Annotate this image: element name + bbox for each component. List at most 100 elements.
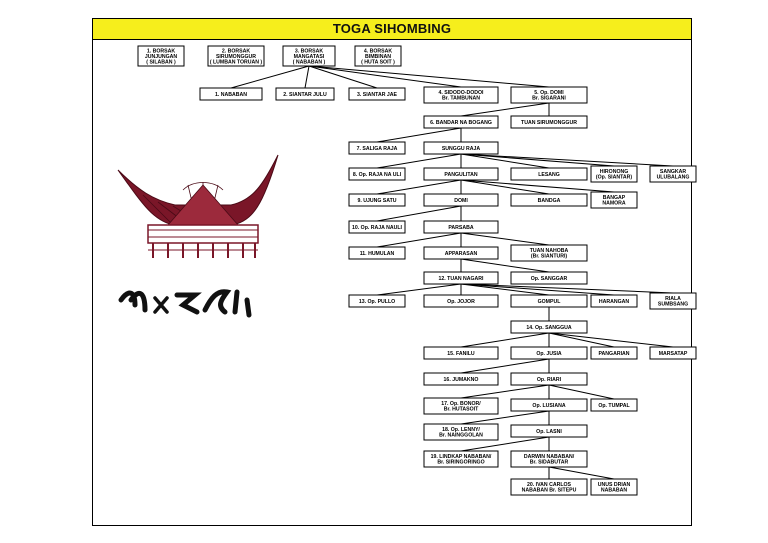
connector-line: [308, 65, 550, 88]
node-label: 1. NABABAN: [215, 92, 247, 98]
tree-node-r14a: 17. Op. BONOR/Br. HUTASOIT: [423, 397, 499, 415]
node-box: [423, 450, 499, 468]
batak-house-logo: [117, 154, 279, 318]
connector-line: [460, 153, 550, 169]
node-box: [423, 193, 499, 207]
node-box: [423, 294, 499, 308]
node-label: BANGAP: [603, 195, 626, 201]
node-label: Br. TAMBUNAN: [442, 96, 480, 102]
node-label: 5. Op. DOMI: [534, 90, 564, 96]
connector-line: [460, 384, 550, 399]
node-box: [649, 165, 697, 183]
node-label: 3. BORSAK: [295, 48, 324, 54]
node-label: 15. FANILU: [447, 351, 475, 357]
tree-node-r3b: TUAN SIRUMONGGUR: [510, 115, 588, 129]
node-label: 13. Op. PULLO: [359, 299, 395, 305]
node-label: MANGATASI: [294, 54, 325, 60]
node-label: 18. Op. LENNY/: [442, 427, 480, 433]
node-box: [510, 167, 588, 181]
node-label: Op. TUMPAL: [598, 403, 630, 409]
node-label: SUMBSANG: [658, 302, 688, 308]
tree-node-r12d: MARSATAP: [649, 346, 697, 360]
node-label: TUAN SIRUMONGGUR: [521, 120, 577, 126]
node-label: BIMBINAN: [365, 54, 391, 60]
connector-line: [460, 283, 550, 296]
node-label: 6. BANDAR NA BOGANG: [430, 120, 492, 126]
node-box: [423, 141, 499, 155]
tree-node-r8a: 11. HUMULAN: [348, 246, 406, 260]
node-box: [590, 478, 638, 496]
node-box: [348, 167, 406, 181]
node-label: APPARASAN: [445, 251, 478, 257]
node-box: [510, 450, 588, 468]
node-label: BANDGA: [538, 198, 561, 204]
connector-line: [460, 102, 550, 117]
tree-node-r2c: 3. SIANTAR JAE: [348, 87, 406, 101]
node-label: Op. JOJOR: [447, 299, 475, 305]
connector-line: [376, 283, 462, 296]
tree-node-r6a: 9. UJUNG SATU: [348, 193, 406, 207]
node-box: [590, 294, 638, 308]
connector-line: [230, 65, 310, 89]
tree-node-r5d: HIRONONG(Op. SIANTAR): [590, 165, 638, 183]
tree-node-r6b: DOMI: [423, 193, 499, 207]
connector-line: [460, 179, 550, 195]
connector-line: [548, 384, 615, 400]
node-label: RIALA: [665, 296, 681, 302]
connector-line: [460, 153, 615, 167]
node-box: [510, 271, 588, 285]
tree-node-r6c: BANDGA: [510, 193, 588, 207]
node-label: (Br. SIANTURI): [531, 254, 568, 260]
node-label: SIRUMONGGUR: [216, 54, 256, 60]
node-label: TUAN NAHOBA: [530, 248, 569, 254]
connector-line: [460, 436, 550, 452]
tree-node-r10d: HARANGAN: [590, 294, 638, 308]
node-label: ( NABABAN ): [293, 60, 326, 66]
tree-node-r2b: 2. SIANTAR JULU: [275, 87, 335, 101]
tree-node-r12c: PANGARIAN: [590, 346, 638, 360]
node-label: Br. NAINGGOLAN: [439, 433, 483, 439]
tree-node-r4b: SUNGGU RAJA: [423, 141, 499, 155]
node-box: [423, 167, 499, 181]
node-box: [423, 115, 499, 129]
node-label: Br. SIGARANI: [532, 96, 566, 102]
node-label: Op. RIARI: [537, 377, 562, 383]
connector-line: [376, 205, 462, 222]
node-label: ( LUMBAN TORUAN ): [210, 60, 263, 66]
node-label: ULUBALANG: [657, 175, 690, 181]
node-box: [510, 294, 588, 308]
tree-node-r7a: 10. Op. RAJA NAULI: [348, 220, 406, 234]
node-label: 17. Op. BONOR/: [441, 401, 481, 407]
tree-node-r15b: Op. LASNI: [510, 424, 588, 438]
tree-node-r11: 14. Op. SANGGUA: [510, 320, 588, 334]
connector-line: [460, 283, 674, 294]
tree-node-r10a: 13. Op. PULLO: [348, 294, 406, 308]
node-label: Op. SANGGAR: [531, 276, 568, 282]
connector-line: [376, 153, 462, 169]
connector-line: [376, 179, 462, 195]
node-box: [590, 346, 638, 360]
node-box: [423, 423, 499, 441]
connector-line: [460, 258, 550, 273]
batak-script-icon: [118, 289, 252, 318]
connector-line: [460, 410, 550, 425]
node-box: [137, 45, 185, 67]
node-box: [590, 191, 638, 209]
node-box: [348, 294, 406, 308]
node-label: 4. BORSAK: [364, 48, 393, 54]
tree-node-r5a: 8. Op. RAJA NA ULI: [348, 167, 406, 181]
node-label: SUNGGU RAJA: [442, 146, 481, 152]
node-box: [510, 478, 588, 496]
node-box: [423, 246, 499, 260]
node-label: Op. JUSIA: [536, 351, 562, 357]
node-box: [199, 87, 263, 101]
diagram-frame: [92, 18, 692, 526]
tree-node-r5b: PANGULITAN: [423, 167, 499, 181]
node-box: [354, 45, 402, 67]
